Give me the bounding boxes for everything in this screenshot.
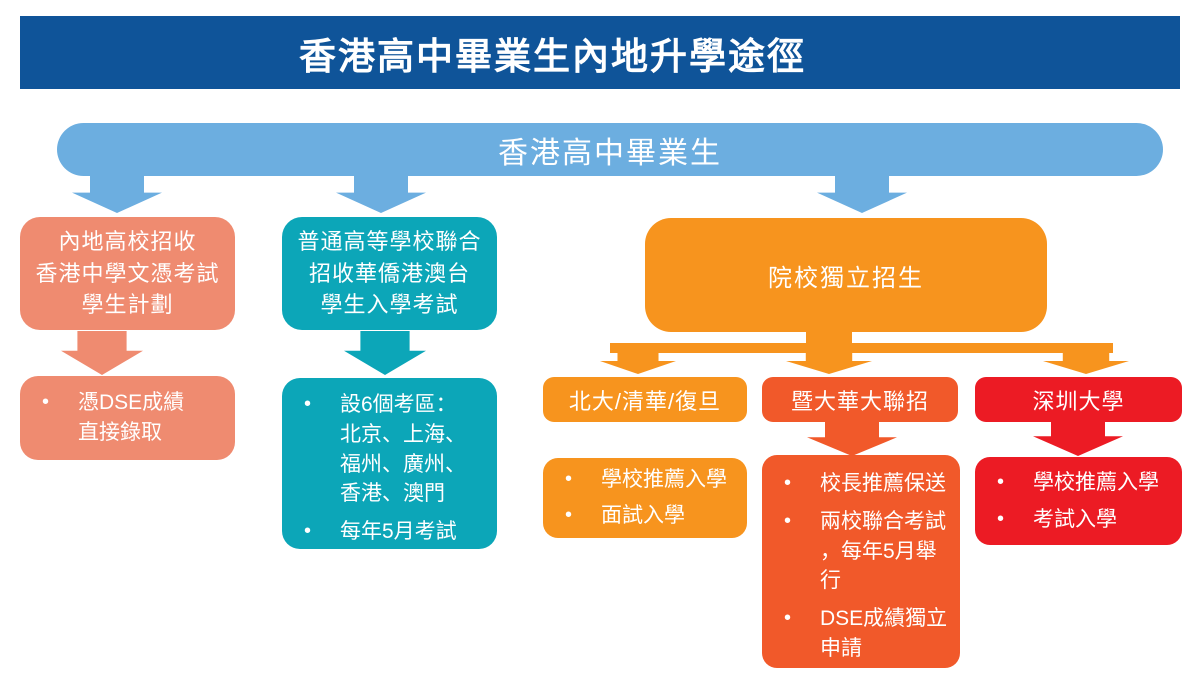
pku-tsinghua-fudan-box: 北大/清華/復旦 [543,377,747,422]
bullet-text: 憑DSE成績 直接錄取 [78,391,185,444]
arrow-down-icon [61,331,143,375]
bullet-icon: • [784,607,792,630]
bullet-text: 每年5月考試 [340,520,457,544]
joint-exam-header-box: 普通高等學校聯合 招收華僑港澳台 學生入學考試 [282,217,497,330]
list-item: • 憑DSE成績 直接錄取 [42,388,225,448]
graduates-banner-label: 香港高中畢業生 [498,136,722,170]
dse-scheme-header: 內地高校招收 香港中學文憑考試 學生計劃 [35,228,220,318]
bullet-text: 考試入學 [1033,507,1117,531]
independent-admission-header: 院校獨立招生 [768,264,924,292]
bullet-icon: • [565,504,573,526]
bullet-icon: • [304,520,312,543]
bullet-icon: • [304,393,312,415]
shenzhen-univ-detail-box: • 學校推薦入學 • 考試入學 [975,457,1182,545]
shenzhen-univ-label: 深圳大學 [1032,388,1125,414]
jinan-huaqiao-label: 暨大華大聯招 [790,388,929,414]
jinan-huaqiao-box: 暨大華大聯招 [762,377,958,422]
arrow-down-icon [1033,420,1123,456]
joint-exam-header: 普通高等學校聯合 招收華僑港澳台 學生入學考試 [297,228,482,318]
list-item: • 面試入學 [565,501,737,531]
list-item: • 學校推薦入學 [997,468,1172,498]
page-title: 香港高中畢業生內地升學途徑 [299,35,806,77]
list-item: • DSE成績獨立 申請 [784,604,950,664]
bullet-icon: • [997,507,1005,530]
bullet-icon: • [42,391,50,414]
dse-scheme-detail-box: • 憑DSE成績 直接錄取 [20,376,235,460]
graduates-banner: 香港高中畢業生 [57,123,1163,176]
bullet-text: DSE成績獨立 申請 [820,607,948,661]
joint-exam-detail-box: • 設6個考區： 北京、上海、 福州、廣州、 香港、澳門 • 每年5月考試 [282,378,497,549]
pku-tsinghua-fudan-label: 北大/清華/復旦 [568,388,722,414]
independent-admission-box: 院校獨立招生 [645,218,1047,332]
pku-tsinghua-fudan-detail-box: • 學校推薦入學 • 面試入學 [543,458,747,538]
connector-bar [610,343,1113,353]
title-bar: 香港高中畢業生內地升學途徑 [20,16,1180,89]
arrow-down-icon [1043,353,1129,374]
list-item: • 設6個考區： 北京、上海、 福州、廣州、 香港、澳門 [304,390,487,509]
shenzhen-univ-box: 深圳大學 [975,377,1182,422]
bullet-text: 設6個考區： 北京、上海、 福州、廣州、 香港、澳門 [340,393,466,506]
bullet-icon: • [997,470,1005,493]
arrow-down-icon [344,331,426,375]
bullet-text: 面試入學 [601,504,685,527]
arrow-down-icon [72,176,162,213]
dse-scheme-header-box: 內地高校招收 香港中學文憑考試 學生計劃 [20,217,235,330]
list-item: • 每年5月考試 [304,517,487,547]
bullet-icon: • [565,468,573,491]
list-item: • 學校推薦入學 [565,465,737,495]
bullet-text: 學校推薦入學 [1033,470,1159,494]
arrow-down-icon [817,176,907,213]
bullet-text: 兩校聯合考試 ，每年5月舉 行 [820,509,946,593]
connector-stem [806,330,852,344]
list-item: • 兩校聯合考試 ，每年5月舉 行 [784,507,950,596]
arrow-down-icon [807,422,897,456]
list-item: • 校長推薦保送 [784,469,950,499]
bullet-text: 學校推薦入學 [601,468,727,492]
bullet-text: 校長推薦保送 [820,472,946,495]
arrow-down-icon [336,176,426,213]
list-item: • 考試入學 [997,505,1172,535]
bullet-icon: • [784,509,792,532]
arrow-down-icon [786,353,872,374]
jinan-huaqiao-detail-box: • 校長推薦保送 • 兩校聯合考試 ，每年5月舉 行 • DSE成績獨立 申請 [762,455,960,668]
arrow-down-icon [600,353,676,374]
bullet-icon: • [784,472,792,494]
